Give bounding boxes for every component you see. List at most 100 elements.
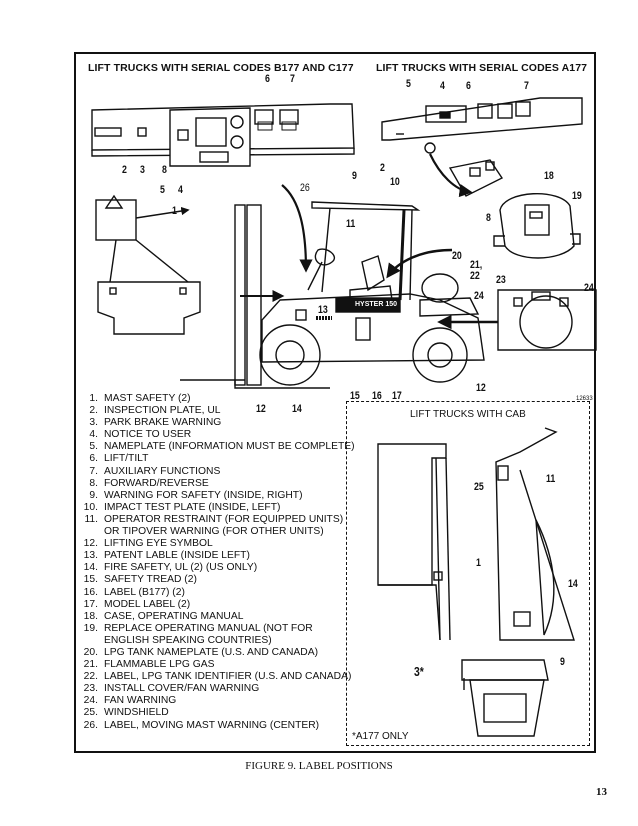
legend-number: 11. (84, 513, 98, 525)
legend-item: 20.LPG TANK NAMEPLATE (U.S. AND CANADA) (82, 647, 357, 659)
legend-item: 21. FLAMMABLE LPG GAS (82, 659, 357, 671)
legend-text: IMPACT TEST PLATE (INSIDE, LEFT) (104, 501, 281, 513)
legend-number: 16. (83, 586, 98, 598)
legend-text: WINDSHIELD (104, 707, 169, 719)
legend-text: NAMEPLATE (INFORMATION MUST BE COMPLETE) (104, 441, 355, 453)
legend-number: 3. (89, 417, 98, 429)
header-a177: LIFT TRUCKS WITH SERIAL CODES A177 (376, 62, 588, 74)
callout-10: 10 (390, 176, 400, 188)
callout-9: 9 (352, 170, 357, 182)
legend-text: PARK BRAKE WARNING (104, 417, 222, 429)
callout-1: 1 (172, 205, 177, 217)
legend-item: 11.OPERATOR RESTRAINT (FOR EQUIPPED UNIT… (82, 514, 357, 538)
legend-text: LABEL, LPG TANK IDENTIFIER (U.S. AND CAN… (104, 671, 352, 683)
legend-number: 21. (83, 659, 98, 671)
legend-number: 14. (83, 562, 98, 574)
callout-17: 17 (392, 390, 402, 402)
legend-number: 26. (83, 719, 98, 731)
legend-text: AUXILIARY FUNCTIONS (104, 465, 221, 477)
callout-7-left: 7 (290, 73, 295, 85)
legend-number: 5. (89, 441, 98, 453)
legend-item: 3. PARK BRAKE WARNING (82, 417, 357, 429)
legend-text: MODEL LABEL (2) (104, 598, 191, 610)
callout-6-left: 6 (265, 73, 270, 85)
legend-number: 2. (89, 405, 98, 417)
legend-text: WARNING FOR SAFETY (INSIDE, RIGHT) (104, 489, 303, 501)
callout-4-left: 4 (178, 184, 183, 196)
callout-9-cab: 9 (560, 656, 565, 668)
legend-text: PATENT LABLE (INSIDE LEFT) (104, 550, 250, 562)
callout-12-left: 12 (256, 403, 266, 415)
forklift-truck (180, 201, 485, 389)
legend-text: REPLACE OPERATING MANUAL (NOT FOR ENGLIS… (104, 622, 313, 646)
legend-number: 10. (83, 501, 98, 513)
callout-23: 23 (496, 274, 506, 286)
callout-14-cab: 14 (568, 578, 578, 590)
callout-4-right: 4 (440, 80, 445, 92)
legend-number: 9. (89, 489, 98, 501)
legend-item: 14. FIRE SAFETY, UL (2) (US ONLY) (82, 562, 357, 574)
callout-12-right: 12 (476, 382, 486, 394)
legend-number: 22. (83, 671, 98, 683)
legend-item: 10. IMPACT TEST PLATE (INSIDE, LEFT) (82, 502, 357, 514)
callout-15: 15 (350, 390, 360, 402)
callout-8-left: 8 (162, 164, 167, 176)
legend-item: 19.REPLACE OPERATING MANUAL (NOT FOR ENG… (82, 623, 357, 647)
warning-label-inset (95, 194, 201, 335)
cab-title: LIFT TRUCKS WITH CAB (410, 409, 526, 420)
legend-item: 7. AUXILIARY FUNCTIONS (82, 466, 357, 478)
legend-number: 4. (89, 429, 98, 441)
legend-text: LABEL (B177) (2) (104, 586, 185, 598)
callout-21-22: 21, 22 (470, 259, 483, 282)
header-b177-c177: LIFT TRUCKS WITH SERIAL CODES B177 AND C… (88, 62, 354, 74)
legend-text: INSTALL COVER/FAN WARNING (104, 683, 260, 695)
legend-item: 9. WARNING FOR SAFETY (INSIDE, RIGHT) (82, 490, 357, 502)
callout-6-right: 6 (466, 80, 471, 92)
callout-11: 11 (346, 218, 356, 230)
legend-item: 17. MODEL LABEL (2) (82, 599, 357, 611)
callout-3-star: 3* (414, 664, 424, 679)
callout-25: 25 (474, 481, 484, 493)
callout-18: 18 (544, 170, 554, 182)
callout-2-right: 2 (380, 162, 385, 174)
callout-19: 19 (572, 190, 582, 202)
callout-24-left: 24 (474, 290, 484, 302)
callout-24-right: 24 (584, 282, 594, 294)
legend-number: 20. (83, 646, 98, 658)
legend-text: MAST SAFETY (2) (104, 393, 191, 404)
legend-text: LIFTING EYE SYMBOL (104, 538, 213, 550)
legend-number: 13. (83, 550, 98, 562)
legend-number: 1. (89, 393, 98, 404)
callout-26: 26 (300, 182, 310, 194)
model-plate-text: HYSTER 150 (355, 301, 398, 308)
a177-note: *A177 ONLY (352, 731, 409, 742)
legend-text: NOTICE TO USER (104, 429, 192, 441)
legend-item: 24.FAN WARNING (82, 695, 357, 707)
legend-text: LIFT/TILT (104, 453, 149, 465)
callout-5-left: 5 (160, 184, 165, 196)
legend-item: 13. PATENT LABLE (INSIDE LEFT) (82, 550, 357, 562)
callout-3: 3 (140, 164, 145, 176)
cab-detail (377, 427, 575, 737)
legend-item: 12. LIFTING EYE SYMBOL (82, 538, 357, 550)
legend-text: LABEL, MOVING MAST WARNING (CENTER) (104, 719, 320, 731)
legend-number: 7. (89, 465, 98, 477)
legend-text: FORWARD/REVERSE (104, 477, 209, 489)
legend-number: 6. (89, 453, 98, 465)
legend-item: 25.WINDSHIELD (82, 707, 357, 719)
legend-number: 17. (83, 598, 98, 610)
callout-13: 13 (318, 304, 328, 316)
legend-text: FLAMMABLE LPG GAS (104, 659, 215, 671)
legend-number: 12. (83, 538, 98, 550)
legend-text: FIRE SAFETY, UL (2) (US ONLY) (104, 562, 258, 574)
callout-11-cab: 11 (546, 473, 556, 485)
callout-1-cab: 1 (476, 557, 481, 569)
cab-detail-box (346, 401, 590, 746)
legend-text: INSPECTION PLATE, UL (104, 405, 221, 417)
dashboard-a177 (381, 97, 597, 351)
legend-item: 26. LABEL, MOVING MAST WARNING (CENTER) (82, 720, 357, 732)
callout-8-right: 8 (486, 212, 491, 224)
legend-number: 18. (83, 610, 98, 622)
